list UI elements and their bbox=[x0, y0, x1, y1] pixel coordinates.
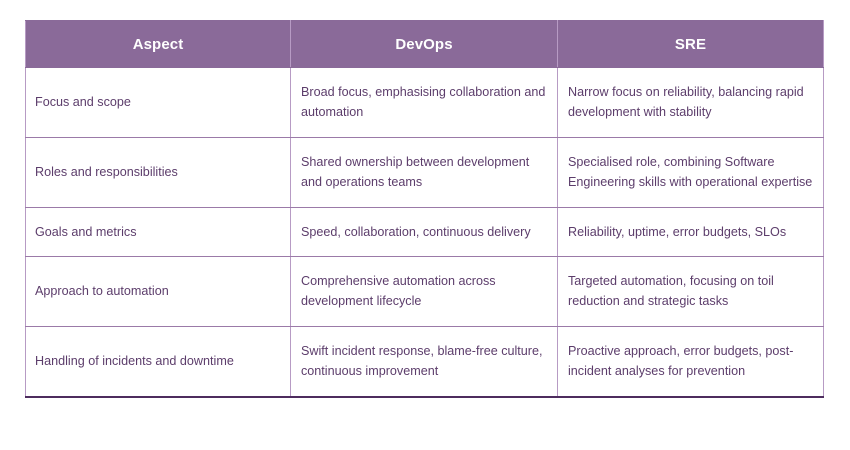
cell-sre: Proactive approach, error budgets, post-… bbox=[557, 326, 824, 398]
cell-aspect: Roles and responsibilities bbox=[25, 137, 291, 208]
table-header-row: Aspect DevOps SRE bbox=[25, 20, 824, 68]
column-header-aspect: Aspect bbox=[25, 20, 291, 68]
cell-aspect: Approach to automation bbox=[25, 256, 291, 327]
cell-devops: Shared ownership between development and… bbox=[290, 137, 558, 208]
column-header-sre: SRE bbox=[557, 20, 824, 68]
cell-devops: Broad focus, emphasising collaboration a… bbox=[290, 67, 558, 138]
table-row: Roles and responsibilities Shared owners… bbox=[25, 137, 824, 208]
cell-devops: Speed, collaboration, continuous deliver… bbox=[290, 207, 558, 257]
comparison-table: Aspect DevOps SRE Focus and scope Broad … bbox=[25, 20, 824, 398]
cell-sre: Specialised role, combining Software Eng… bbox=[557, 137, 824, 208]
comparison-table-container: Aspect DevOps SRE Focus and scope Broad … bbox=[25, 20, 824, 398]
table-body: Focus and scope Broad focus, emphasising… bbox=[25, 67, 824, 398]
table-row: Approach to automation Comprehensive aut… bbox=[25, 256, 824, 327]
cell-sre: Reliability, uptime, error budgets, SLOs bbox=[557, 207, 824, 257]
cell-sre: Targeted automation, focusing on toil re… bbox=[557, 256, 824, 327]
table-row: Handling of incidents and downtime Swift… bbox=[25, 326, 824, 398]
cell-aspect: Handling of incidents and downtime bbox=[25, 326, 291, 398]
cell-aspect: Focus and scope bbox=[25, 67, 291, 138]
table-header: Aspect DevOps SRE bbox=[25, 20, 824, 68]
cell-devops: Swift incident response, blame-free cult… bbox=[290, 326, 558, 398]
column-header-devops: DevOps bbox=[290, 20, 558, 68]
table-row: Goals and metrics Speed, collaboration, … bbox=[25, 207, 824, 257]
cell-devops: Comprehensive automation across developm… bbox=[290, 256, 558, 327]
cell-sre: Narrow focus on reliability, balancing r… bbox=[557, 67, 824, 138]
cell-aspect: Goals and metrics bbox=[25, 207, 291, 257]
table-row: Focus and scope Broad focus, emphasising… bbox=[25, 67, 824, 138]
